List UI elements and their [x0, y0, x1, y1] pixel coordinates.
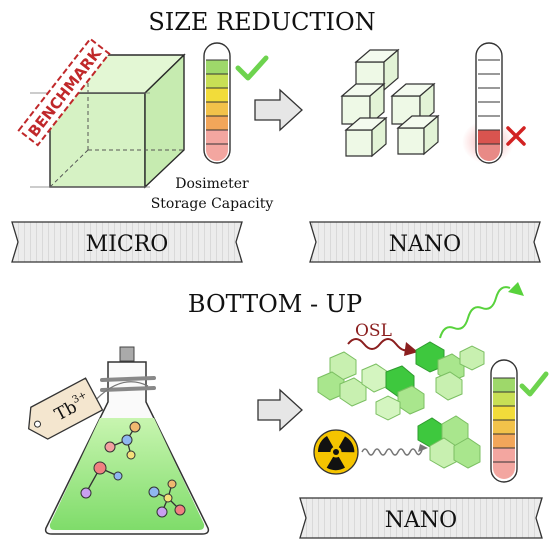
hexagon-icon	[329, 351, 357, 381]
storage-capacity-label: Storage Capacity	[151, 196, 274, 212]
emission-arrow	[439, 286, 511, 339]
arrow-right-icon	[254, 88, 303, 132]
dosimeter-label: Dosimeter	[175, 176, 249, 192]
tb-tag: Tb3+	[27, 377, 104, 440]
nano-banner-top: NANO	[309, 221, 541, 263]
flask-icon	[44, 346, 210, 535]
cross-icon	[506, 126, 526, 146]
micro-capacity-gauge	[203, 42, 231, 164]
check-icon	[235, 55, 269, 81]
molecules	[80, 421, 186, 518]
nano-crystals	[317, 341, 485, 469]
gauge-level	[493, 392, 515, 406]
nano-capacity-gauge	[475, 42, 503, 164]
micro-banner-label: MICRO	[86, 232, 169, 257]
gauge-level	[493, 406, 515, 420]
hexagon-icon	[459, 345, 485, 371]
gauge-level	[206, 88, 228, 102]
gauge-level	[206, 74, 228, 88]
gauge-level	[206, 102, 228, 116]
gauge-level	[493, 420, 515, 434]
nano-banner-top-label: NANO	[389, 232, 461, 257]
arrow-right-icon	[257, 388, 303, 432]
hexagon-icon	[435, 371, 463, 401]
gauge-level	[206, 116, 228, 130]
radiation-icon	[313, 429, 359, 475]
cube-icon	[396, 114, 440, 156]
gauge-level	[493, 434, 515, 448]
gauge-level	[493, 378, 515, 392]
hexagon-icon	[375, 395, 401, 421]
section-title-size-reduction: SIZE REDUCTION	[148, 8, 375, 36]
gauge-level	[478, 130, 500, 144]
hexagon-icon	[397, 385, 425, 415]
cube-icon	[354, 48, 400, 92]
cube-icon	[344, 116, 388, 158]
gauge-level	[493, 448, 515, 462]
nano-banner-bottom: NANO	[299, 497, 543, 539]
gamma-wave	[361, 448, 423, 456]
check-icon	[519, 371, 549, 397]
hexagon-icon	[429, 437, 457, 469]
osl-arrow	[347, 338, 411, 352]
nano-cubes	[340, 48, 440, 158]
osl-label: OSL	[355, 321, 392, 341]
micro-banner: MICRO	[11, 221, 243, 263]
bottom-up-capacity-gauge	[490, 359, 518, 483]
hexagon-icon	[339, 377, 367, 407]
cube-icon	[340, 82, 386, 126]
section-title-bottom-up: BOTTOM - UP	[188, 290, 362, 318]
gauge-level	[206, 60, 228, 74]
hexagon-icon	[453, 437, 481, 469]
nano-banner-bottom-label: NANO	[385, 508, 457, 533]
gauge-level	[206, 130, 228, 144]
